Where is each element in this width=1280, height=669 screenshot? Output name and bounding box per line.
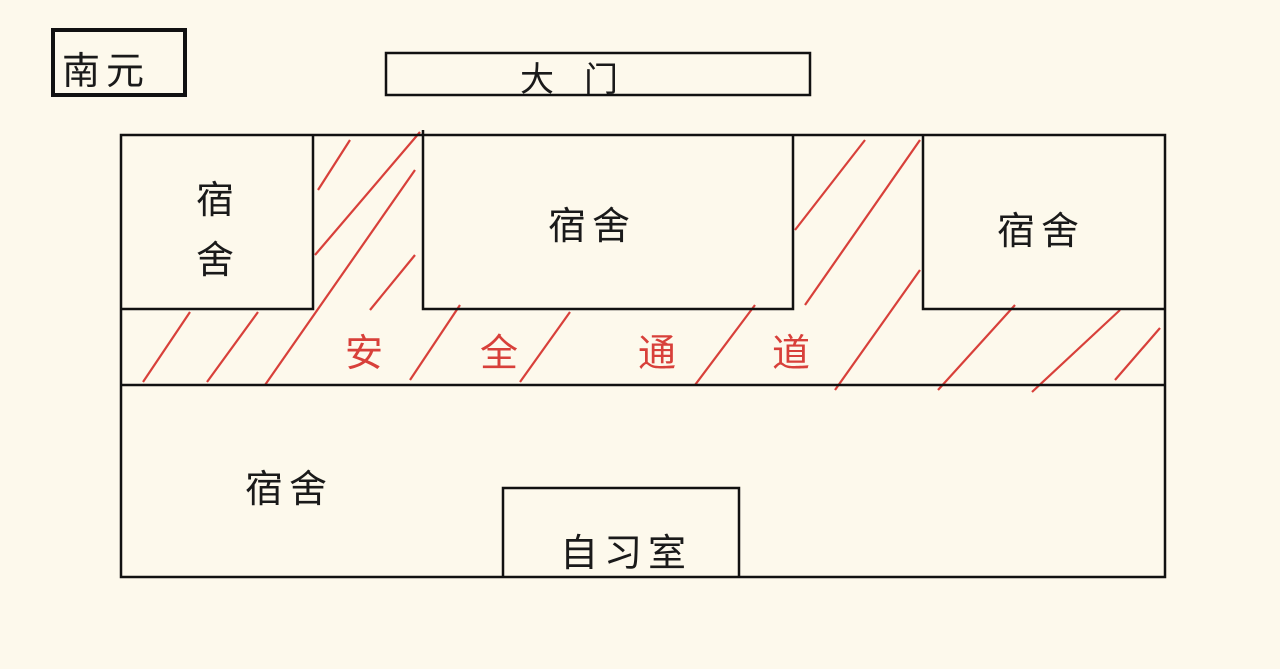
dorm-top-right-label: 宿舍 xyxy=(997,209,1086,253)
hatch-line xyxy=(369,254,416,311)
hatch-line xyxy=(409,304,461,381)
corridor-char-1: 安 xyxy=(345,331,390,375)
dorm-top-middle-label: 宿舍 xyxy=(548,204,637,248)
dorm-top-right-wall xyxy=(921,135,1165,311)
title-label: 南元 xyxy=(62,49,151,93)
gate-label: 大门 xyxy=(520,60,648,100)
title-box xyxy=(51,28,187,97)
hatch-line xyxy=(519,311,571,383)
hatch-line xyxy=(1031,309,1121,393)
hatch-line xyxy=(794,139,866,231)
gate-box xyxy=(384,51,812,97)
hatch-line xyxy=(1114,327,1161,381)
dorm-top-left-wall xyxy=(121,135,315,311)
hatch-line xyxy=(142,311,191,383)
corridor-char-2: 全 xyxy=(480,331,525,375)
corridor-char-4: 道 xyxy=(772,331,817,375)
study-room-label: 自习室 xyxy=(560,531,693,575)
dorm-top-left-label: 宿 舍 xyxy=(196,178,241,282)
hatch-line xyxy=(317,139,351,191)
hatch-line xyxy=(937,304,1016,391)
hatch-line xyxy=(206,311,259,383)
building-outline xyxy=(119,133,1167,579)
dorm-bottom-label: 宿舍 xyxy=(245,467,334,511)
hatch-line xyxy=(834,269,921,391)
hatch-line xyxy=(694,304,756,386)
dorm-top-middle-wall xyxy=(421,130,795,311)
corridor-char-3: 通 xyxy=(638,331,683,375)
hatching xyxy=(142,131,1161,393)
hatch-line xyxy=(264,169,416,386)
study-room-wall xyxy=(501,486,741,577)
hatch-line xyxy=(314,131,421,256)
hatch-line xyxy=(804,139,921,306)
